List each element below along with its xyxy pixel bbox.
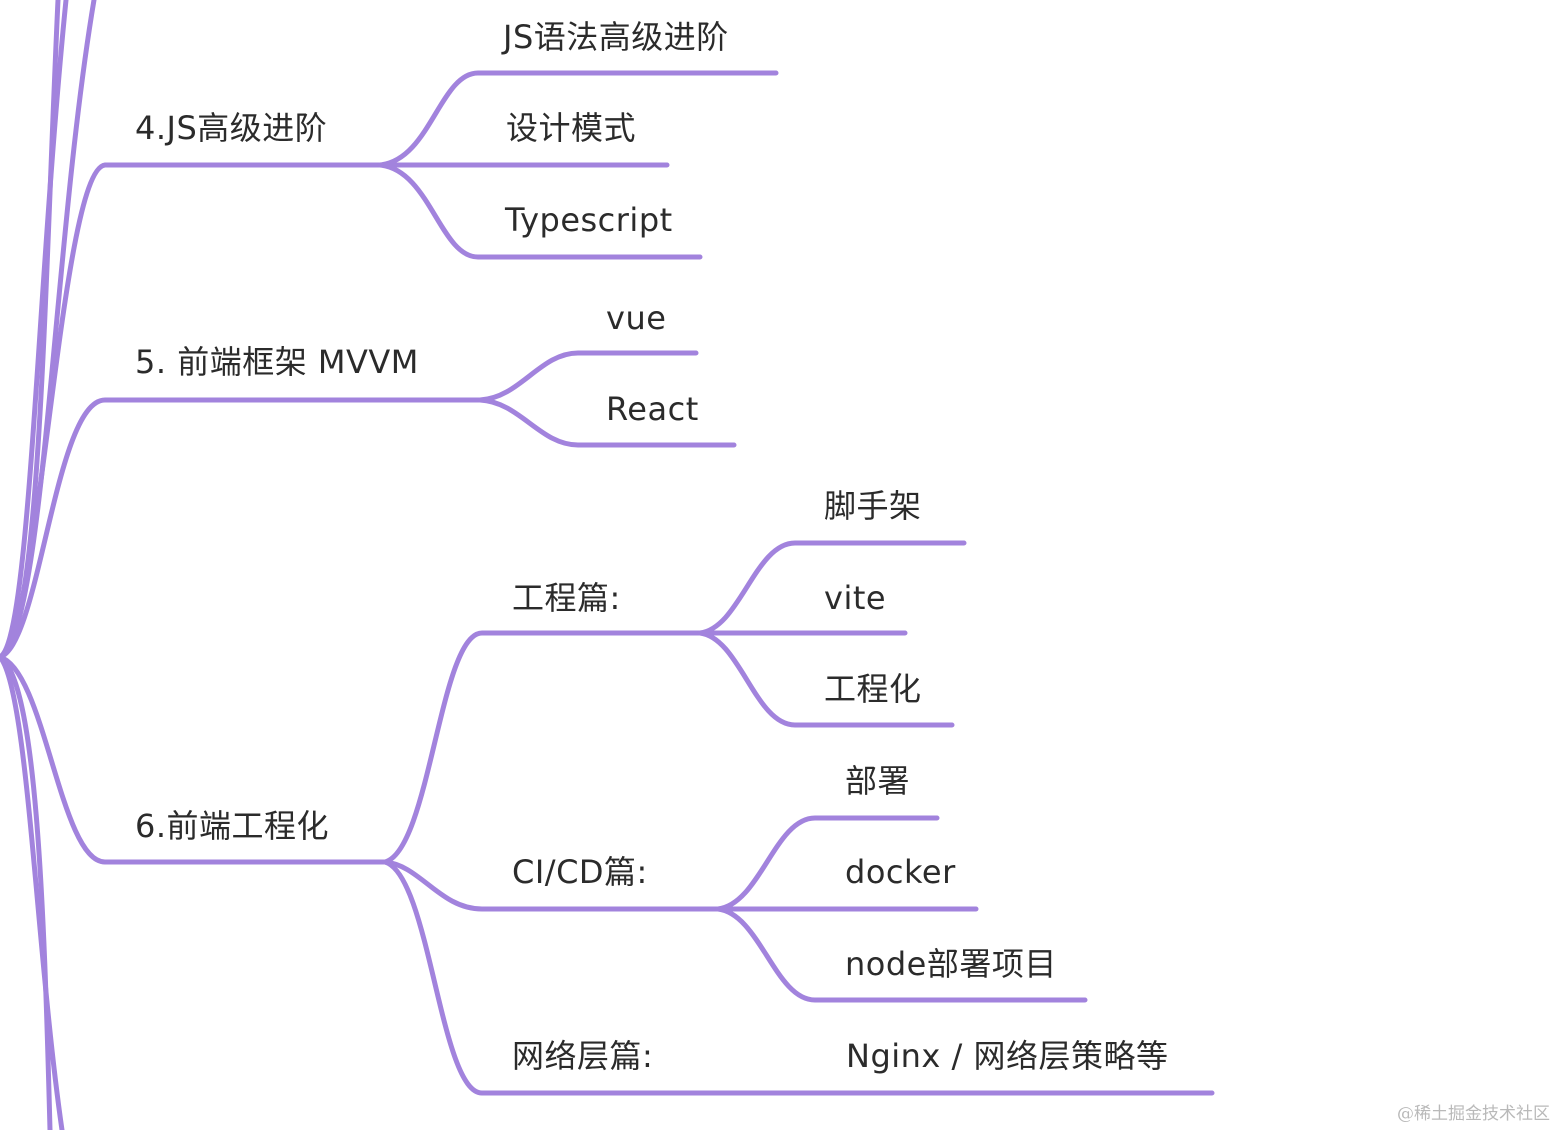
group-connector-engineering	[382, 630, 703, 865]
group-label-engineering: 工程篇:	[512, 579, 621, 617]
leaf-connector	[697, 630, 955, 728]
leaf-label: 部署	[845, 762, 911, 800]
leaf-connector	[377, 162, 703, 260]
leaf-label: docker	[845, 853, 956, 891]
leaf-label: Typescript	[505, 201, 673, 239]
leaf-connector	[477, 350, 699, 403]
leaf-label: JS语法高级进阶	[503, 18, 729, 56]
leaf-connector	[697, 540, 967, 636]
branch-label-framework: 5. 前端框架 MVVM	[135, 343, 419, 381]
group-label-cicd: CI/CD篇:	[512, 853, 648, 891]
leaf-connector	[715, 815, 940, 912]
branch-label-engineering: 6.前端工程化	[135, 807, 330, 845]
leaf-label: React	[606, 390, 699, 428]
leaf-label: 脚手架	[824, 487, 922, 525]
group-connector-network	[382, 859, 1215, 1096]
leaf-label: vite	[824, 579, 887, 617]
leaf-connector	[377, 70, 779, 168]
leaf-connector	[477, 397, 737, 448]
branch-label-js-advanced: 4.JS高级进阶	[135, 109, 328, 147]
leaf-label: Nginx / 网络层策略等	[846, 1037, 1169, 1075]
leaf-connector	[715, 906, 1088, 1003]
branch-connector-framework	[0, 397, 483, 660]
leaf-label: 设计模式	[506, 109, 637, 147]
trunk-line	[0, 654, 65, 1130]
trunk-line	[0, 0, 97, 660]
trunk-line	[0, 0, 69, 660]
leaf-label: 工程化	[824, 670, 922, 708]
watermark: @稀土掘金技术社区	[1397, 1104, 1550, 1124]
trunk-line	[0, 654, 53, 1130]
group-connector-cicd	[382, 859, 721, 912]
group-label-network: 网络层篇:	[512, 1037, 654, 1075]
branch-connector-engineering	[0, 654, 388, 865]
branch-connector-js-advanced	[0, 162, 383, 660]
leaf-label: vue	[606, 299, 667, 337]
leaf-label: node部署项目	[845, 945, 1057, 983]
